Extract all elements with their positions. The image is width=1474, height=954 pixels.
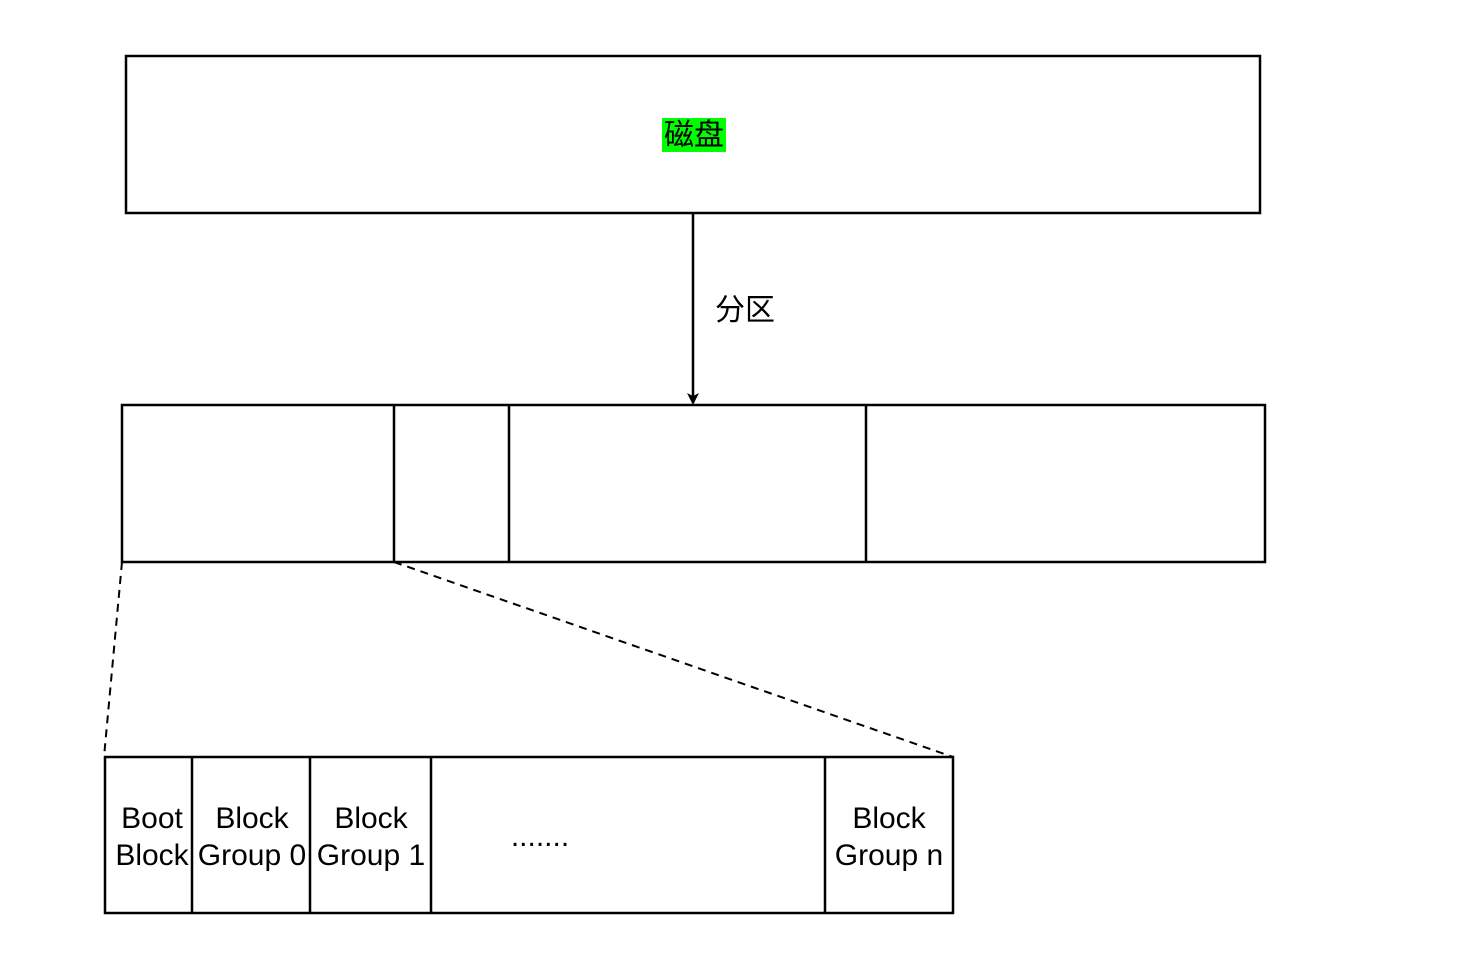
ellipsis-label: ....... <box>511 820 569 853</box>
block-group-0-label-line1: Block <box>215 802 289 835</box>
disk-label-highlight <box>662 118 726 152</box>
boot-block-label-line1: Boot <box>121 802 183 835</box>
partition-row <box>120 403 1267 564</box>
zoom-line-left <box>103 561 123 758</box>
zoom-line-right <box>393 561 954 758</box>
block-group-1-label-line1: Block <box>334 802 408 835</box>
block-group-n-label-line2: Group n <box>835 839 943 872</box>
boot-block-label-line2: Block <box>115 839 189 872</box>
block-group-0-label-line2: Group 0 <box>198 839 306 872</box>
arrow-label: 分区 <box>715 293 775 328</box>
block-group-row <box>103 755 955 915</box>
block-group-1-label-line2: Group 1 <box>317 839 425 872</box>
disk-label: 磁盘 <box>664 118 724 153</box>
block-group-n-label-line1: Block <box>852 802 926 835</box>
